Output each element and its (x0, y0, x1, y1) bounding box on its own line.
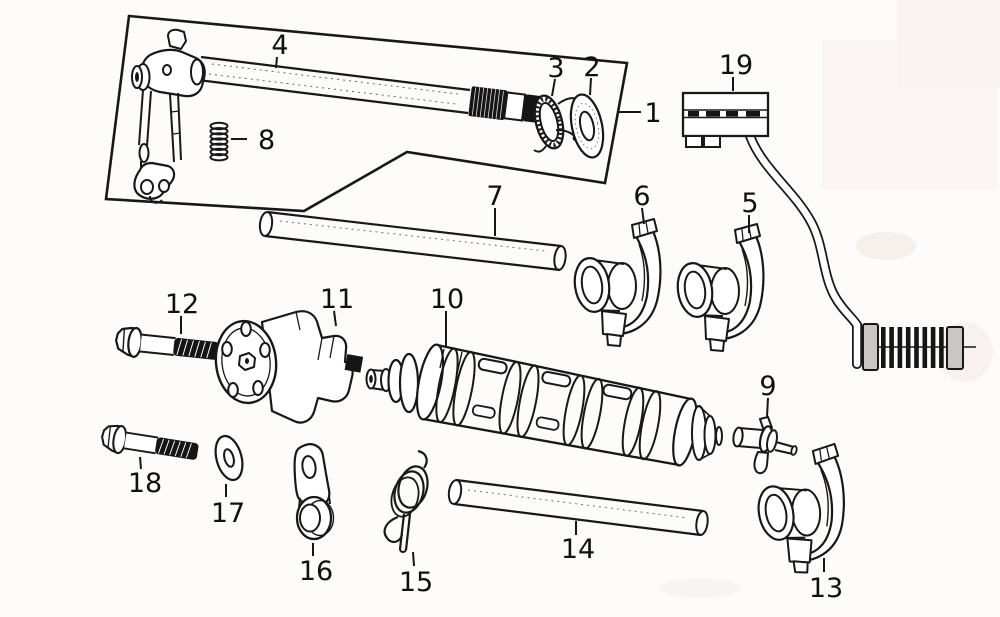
callout-label-10: 10 (430, 284, 464, 315)
part-18-bolt (98, 422, 201, 467)
scan-artifacts (660, 0, 1000, 598)
callout-label-15: 15 (399, 567, 433, 598)
callout-18: 18 (128, 456, 162, 499)
callout-label-18: 18 (128, 468, 162, 499)
spindle-arm (131, 28, 206, 204)
callout-label-3: 3 (547, 53, 564, 84)
part-4-gearshift-spindle (131, 28, 547, 204)
assembly-box-outline (104, 14, 629, 213)
callout-19: 19 (719, 50, 753, 91)
callout-1: 1 (619, 98, 662, 129)
part-7-fork-shaft (258, 210, 567, 272)
callouts: 1 2 3 4 5 6 7 8 (128, 30, 843, 604)
part-16-stopper-arm (293, 443, 335, 541)
part-12-bolt (113, 324, 222, 367)
pedal-rubber (862, 323, 976, 371)
callout-6: 6 (633, 181, 651, 225)
callout-10: 10 (430, 284, 464, 346)
part-9-drum-pin (732, 416, 798, 475)
callout-label-6: 6 (633, 181, 650, 212)
callout-label-19: 19 (719, 50, 753, 81)
part-2-washer (569, 93, 605, 159)
callout-label-12: 12 (165, 289, 199, 320)
callout-2: 2 (583, 52, 601, 96)
part-5-shift-fork (673, 222, 765, 353)
part-19-shift-pedal (681, 91, 976, 371)
callout-13: 13 (809, 558, 843, 604)
callout-3: 3 (547, 53, 565, 97)
callout-label-8: 8 (258, 125, 275, 156)
callout-17: 17 (211, 484, 245, 529)
callout-label-13: 13 (809, 573, 843, 604)
callout-15: 15 (399, 551, 433, 598)
part-8-return-spring (209, 121, 229, 162)
callout-label-7: 7 (486, 181, 503, 212)
callout-8: 8 (231, 125, 275, 156)
callout-16: 16 (299, 543, 333, 587)
callout-5: 5 (741, 188, 759, 233)
part-17-washer (214, 434, 244, 482)
callout-label-9: 9 (759, 371, 776, 402)
part-14-fork-shaft (447, 478, 709, 537)
callout-12: 12 (165, 289, 199, 334)
callout-11: 11 (320, 284, 354, 327)
part-15-spring (383, 449, 429, 553)
callout-label-5: 5 (741, 188, 758, 219)
callout-label-1: 1 (644, 98, 661, 129)
callout-4: 4 (271, 30, 289, 69)
callout-14: 14 (561, 521, 595, 565)
callout-label-4: 4 (271, 30, 288, 61)
callout-label-11: 11 (320, 284, 354, 315)
callout-9: 9 (759, 371, 777, 418)
callout-label-2: 2 (583, 52, 600, 83)
callout-label-16: 16 (299, 556, 333, 587)
part-6-shift-fork (570, 217, 662, 348)
callout-label-17: 17 (211, 498, 245, 529)
part-10-shift-drum (365, 343, 723, 467)
callout-7: 7 (486, 181, 504, 236)
part-11-cam-plate (214, 310, 364, 424)
callout-label-14: 14 (561, 534, 595, 565)
